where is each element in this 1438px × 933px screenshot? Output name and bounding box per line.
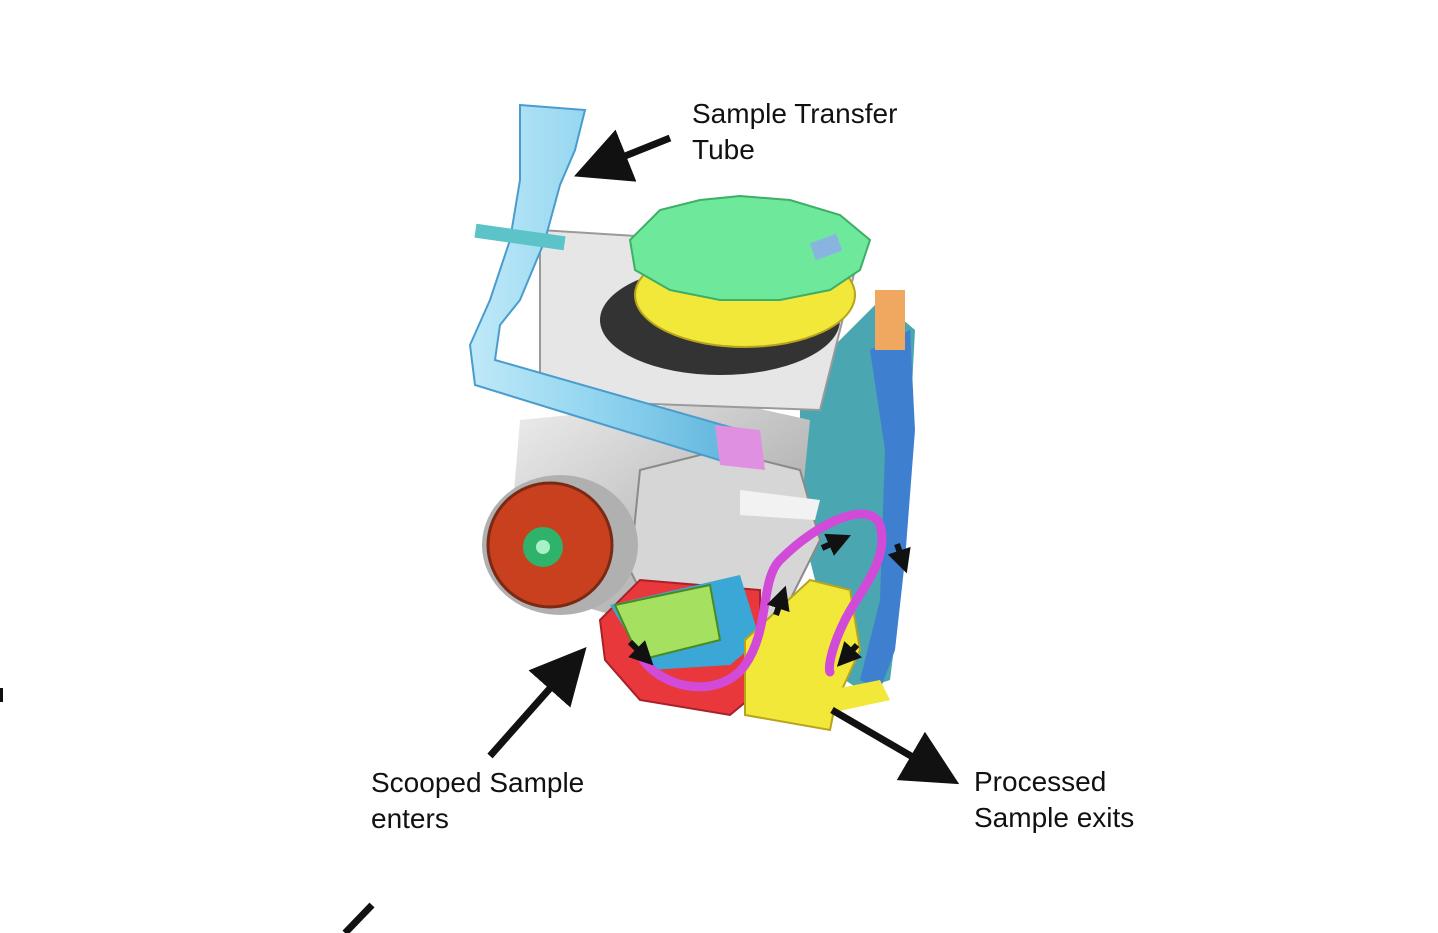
label-line: Tube (692, 134, 755, 165)
label-line: enters (371, 803, 449, 834)
motor-disc (482, 475, 638, 615)
label-line: Sample Transfer (692, 98, 898, 129)
arrow-fragment-bottom (342, 902, 375, 933)
sample-path (635, 509, 887, 692)
label-line: Processed (974, 766, 1107, 797)
flow-arrow-3 (820, 533, 851, 556)
arrow-processed-sample (830, 706, 960, 785)
flow-arrow-5 (836, 641, 862, 667)
edge-mark (0, 688, 3, 702)
sample-transfer-tube (468, 103, 765, 470)
label-processed-sample: Processed Sample exits (974, 764, 1134, 836)
scoop-chamber (598, 575, 761, 717)
flow-arrow-1 (627, 639, 654, 666)
arrow-transfer-tube (574, 129, 672, 182)
label-line: Scooped Sample (371, 767, 585, 798)
arrow-scooped-sample (487, 647, 587, 759)
top-lid-assembly (600, 194, 872, 375)
flow-arrows (627, 533, 911, 667)
callout-arrows (0, 129, 960, 933)
exit-block (744, 578, 890, 732)
flow-arrow-2 (766, 585, 790, 616)
label-line: Sample exits (974, 802, 1135, 833)
label-scooped-sample: Scooped Sample enters (371, 765, 584, 837)
label-sample-transfer-tube: Sample Transfer Tube (692, 96, 897, 168)
flow-arrow-4 (887, 543, 911, 574)
